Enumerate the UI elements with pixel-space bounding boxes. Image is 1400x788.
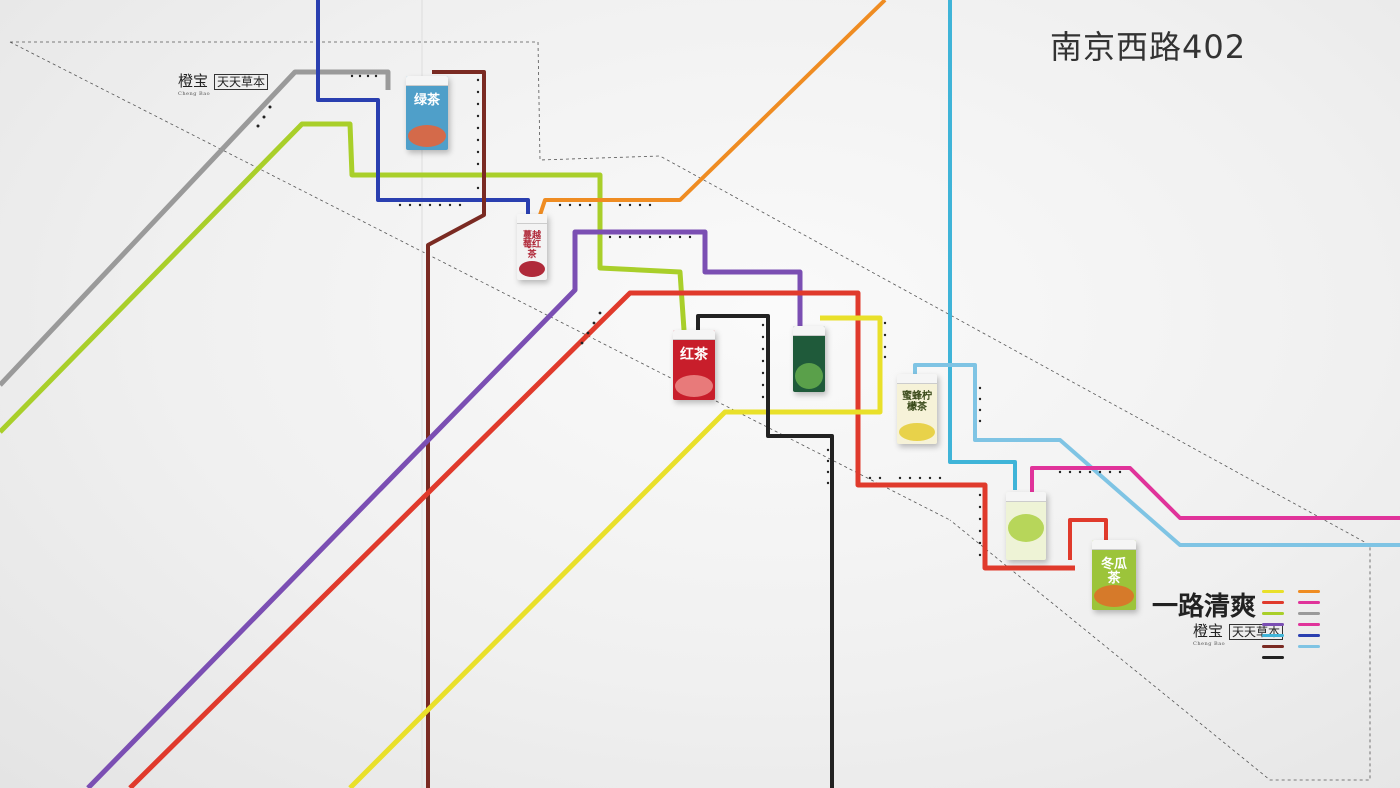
page-title: 南京西路402 (1050, 28, 1247, 66)
brand-logo-top: 橙宝天天草本 Cheng Bao (178, 70, 269, 97)
line-gray (0, 69, 391, 387)
legend-swatch (1298, 645, 1320, 648)
line-magenta (1030, 466, 1400, 520)
legend-item (1262, 630, 1288, 641)
brand-name: 橙宝 (1193, 622, 1224, 640)
legend-item (1298, 597, 1324, 608)
product-pack-black-tea: 红茶 (673, 330, 715, 400)
line-blue (316, 0, 530, 215)
product-pack-green-tea: 绿茶 (406, 76, 448, 150)
legend-swatch (1262, 645, 1284, 648)
line-cyan (948, 0, 1017, 490)
legend-column-right (1298, 586, 1324, 652)
line-brown (426, 70, 486, 788)
legend-swatch (1262, 623, 1284, 626)
brand-name: 橙宝 (178, 72, 209, 90)
legend-item (1298, 608, 1324, 619)
partner-name: 天天草本 (214, 74, 269, 90)
product-pack-jasmine-tea (793, 326, 825, 392)
legend-swatch (1298, 612, 1320, 615)
legend-swatch (1298, 590, 1320, 593)
line-yellow (348, 315, 883, 788)
slogan: 一路清爽 (1152, 592, 1257, 622)
line-lime (0, 121, 687, 434)
legend-item (1262, 652, 1288, 663)
product-name: 冬瓜茶 (1100, 557, 1127, 586)
legend-column-left (1262, 586, 1288, 663)
legend-item (1298, 641, 1324, 652)
product-name: 蜜蜂柠檬茶 (902, 391, 932, 413)
line-red-short (1068, 518, 1108, 560)
line-purple (86, 229, 803, 788)
legend-item (1262, 608, 1288, 619)
legend-item (1298, 586, 1324, 597)
legend-item (1262, 641, 1288, 652)
legend-item (1262, 619, 1288, 630)
brand-name-en: Cheng Bao (1193, 641, 1226, 647)
legend-item (1298, 630, 1324, 641)
line-orange (538, 0, 887, 216)
line-skyblue (913, 363, 1400, 547)
product-name: 红茶 (680, 347, 708, 363)
brand-name-en: Cheng Bao (178, 91, 211, 97)
product-name: 蔓越莓红茶 (522, 231, 541, 260)
legend-swatch (1262, 656, 1284, 659)
dashed-outline (9, 41, 1371, 781)
product-pack-lemon-tea: 蜜蜂柠檬茶 (897, 374, 937, 444)
line-black (696, 314, 834, 788)
legend-swatch (1262, 634, 1284, 637)
legend-swatch (1298, 623, 1320, 626)
legend-item (1262, 597, 1288, 608)
legend-swatch (1262, 612, 1284, 615)
product-pack-lime-tea (1006, 492, 1046, 560)
legend-swatch (1262, 601, 1284, 604)
product-pack-cranberry-tea: 蔓越莓红茶 (517, 214, 547, 280)
legend-item (1262, 586, 1288, 597)
product-pack-winter-melon-tea: 冬瓜茶 (1092, 540, 1136, 610)
legend-swatch (1298, 634, 1320, 637)
legend-item (1298, 619, 1324, 630)
legend-swatch (1298, 601, 1320, 604)
legend-swatch (1262, 590, 1284, 593)
line-red (128, 290, 1075, 788)
product-name: 绿茶 (413, 93, 440, 108)
